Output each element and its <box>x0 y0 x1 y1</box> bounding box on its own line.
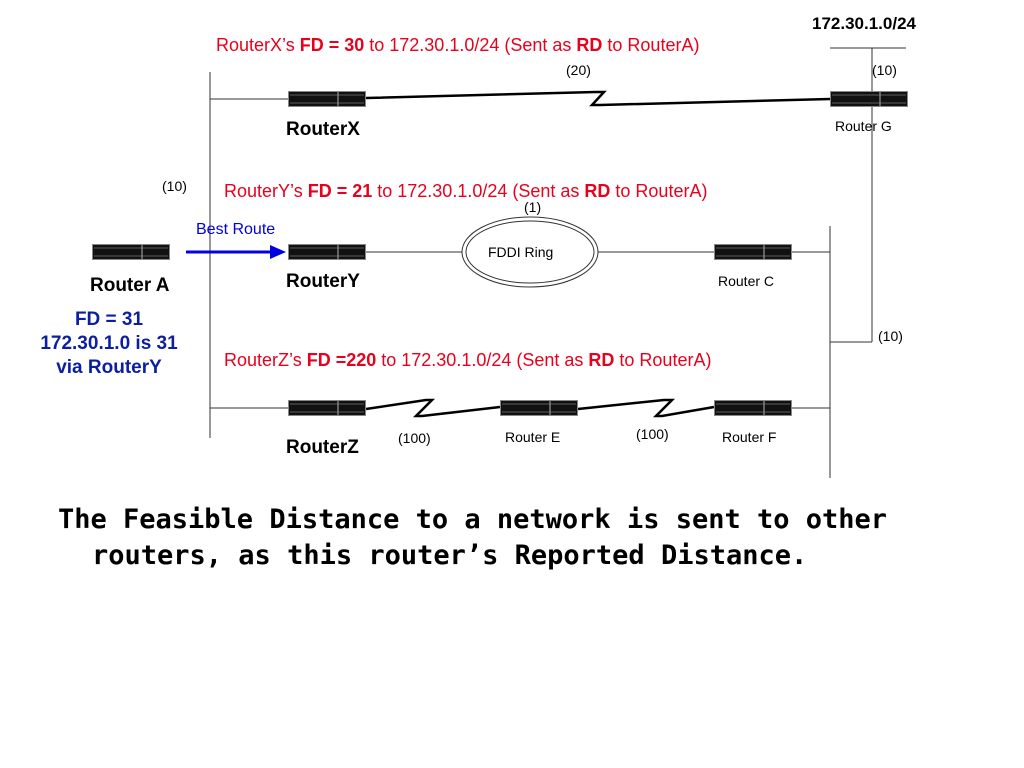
router-a-label: Router A <box>90 275 170 296</box>
router-g-icon <box>830 91 908 107</box>
annotation-text: to 172.30.1.0/24 (Sent as <box>376 350 589 370</box>
routerz-annotation: RouterZ’s FD =220 to 172.30.1.0/24 (Sent… <box>224 350 711 371</box>
cost-x-to-g: (20) <box>566 62 591 78</box>
annotation-text: to 172.30.1.0/24 (Sent as <box>364 35 577 55</box>
best-route-label: Best Route <box>196 221 276 238</box>
fddi-ring-outer <box>461 216 599 288</box>
best-route-arrowhead <box>270 245 286 259</box>
router-z-icon <box>288 400 366 416</box>
annotation-rd: RD <box>588 350 615 370</box>
annotation-text: RouterY’s <box>224 181 308 201</box>
router-y-icon <box>288 244 366 260</box>
router-f-icon <box>714 400 792 416</box>
router-a-icon <box>92 244 170 260</box>
annotation-text: RouterZ’s <box>224 350 307 370</box>
annotation-fd: FD = 21 <box>307 181 373 201</box>
router-y-label: RouterY <box>286 271 360 292</box>
cost-fddi: (1) <box>524 199 542 215</box>
cost-router-a-segment: (10) <box>162 178 187 194</box>
cost-f-uplink: (10) <box>878 328 903 344</box>
fd-summary-line1: FD = 31 <box>74 309 144 330</box>
router-g-label: Router G <box>835 118 892 134</box>
annotation-fd: FD =220 <box>306 350 377 370</box>
annotation-text: to RouterA) <box>614 350 712 370</box>
router-e-label: Router E <box>505 429 561 445</box>
fd-summary-line2: 172.30.1.0 is 31 <box>40 333 178 354</box>
caption: The Feasible Distance to a network is se… <box>58 502 958 574</box>
router-x-icon <box>288 91 366 107</box>
network-label: 172.30.1.0/24 <box>812 14 916 33</box>
caption-line1: The Feasible Distance to a network is se… <box>58 504 888 535</box>
routerx-annotation: RouterX’s FD = 30 to 172.30.1.0/24 (Sent… <box>216 35 699 56</box>
serial-link-z-e <box>365 398 501 418</box>
annotation-fd: FD = 30 <box>299 35 365 55</box>
router-z-label: RouterZ <box>286 437 359 458</box>
annotation-text: to RouterA) <box>610 181 708 201</box>
routery-annotation: RouterY’s FD = 21 to 172.30.1.0/24 (Sent… <box>224 181 707 202</box>
router-c-icon <box>714 244 792 260</box>
serial-link-x-g <box>365 90 831 107</box>
router-e-icon <box>500 400 578 416</box>
router-c-label: Router C <box>718 273 775 289</box>
fd-summary: FD = 31 172.30.1.0 is 31 via RouterY <box>14 308 204 380</box>
fddi-ring-inner <box>465 220 595 284</box>
annotation-rd: RD <box>584 181 611 201</box>
annotation-text: to RouterA) <box>602 35 700 55</box>
cost-z-to-e: (100) <box>398 430 431 446</box>
fd-summary-line3: via RouterY <box>56 357 162 378</box>
annotation-text: RouterX’s <box>216 35 300 55</box>
fddi-ring-label: FDDI Ring <box>488 244 554 260</box>
caption-line2: routers, as this router’s Reported Dista… <box>92 540 808 571</box>
router-x-label: RouterX <box>286 119 360 140</box>
router-f-label: Router F <box>722 429 777 445</box>
cost-e-to-f: (100) <box>636 426 669 442</box>
cost-g-uplink: (10) <box>872 62 897 78</box>
annotation-text: to 172.30.1.0/24 (Sent as <box>372 181 585 201</box>
serial-link-e-f <box>577 398 715 418</box>
annotation-rd: RD <box>576 35 603 55</box>
